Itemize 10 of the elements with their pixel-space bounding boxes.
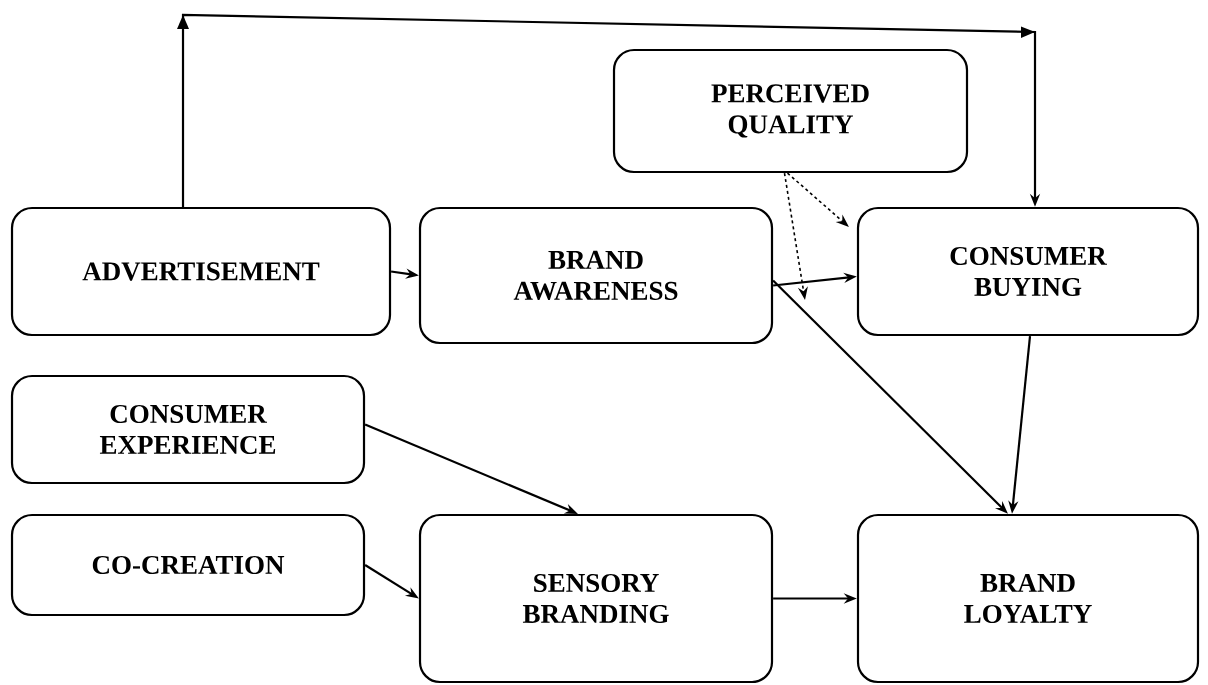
concept-box: CONSUMER BUYING xyxy=(856,206,1200,337)
concept-box: PERCEIVED QUALITY xyxy=(612,48,969,174)
concept-box: CONSUMER EXPERIENCE xyxy=(10,374,366,485)
concept-box: CO-CREATION xyxy=(10,513,366,617)
concept-box: BRAND AWARENESS xyxy=(418,206,774,345)
arrow xyxy=(177,13,1041,207)
concept-box: SENSORY BRANDING xyxy=(418,513,774,684)
concept-box: BRAND LOYALTY xyxy=(856,513,1200,684)
arrow xyxy=(786,172,849,227)
concept-box: ADVERTISEMENT xyxy=(10,206,392,337)
